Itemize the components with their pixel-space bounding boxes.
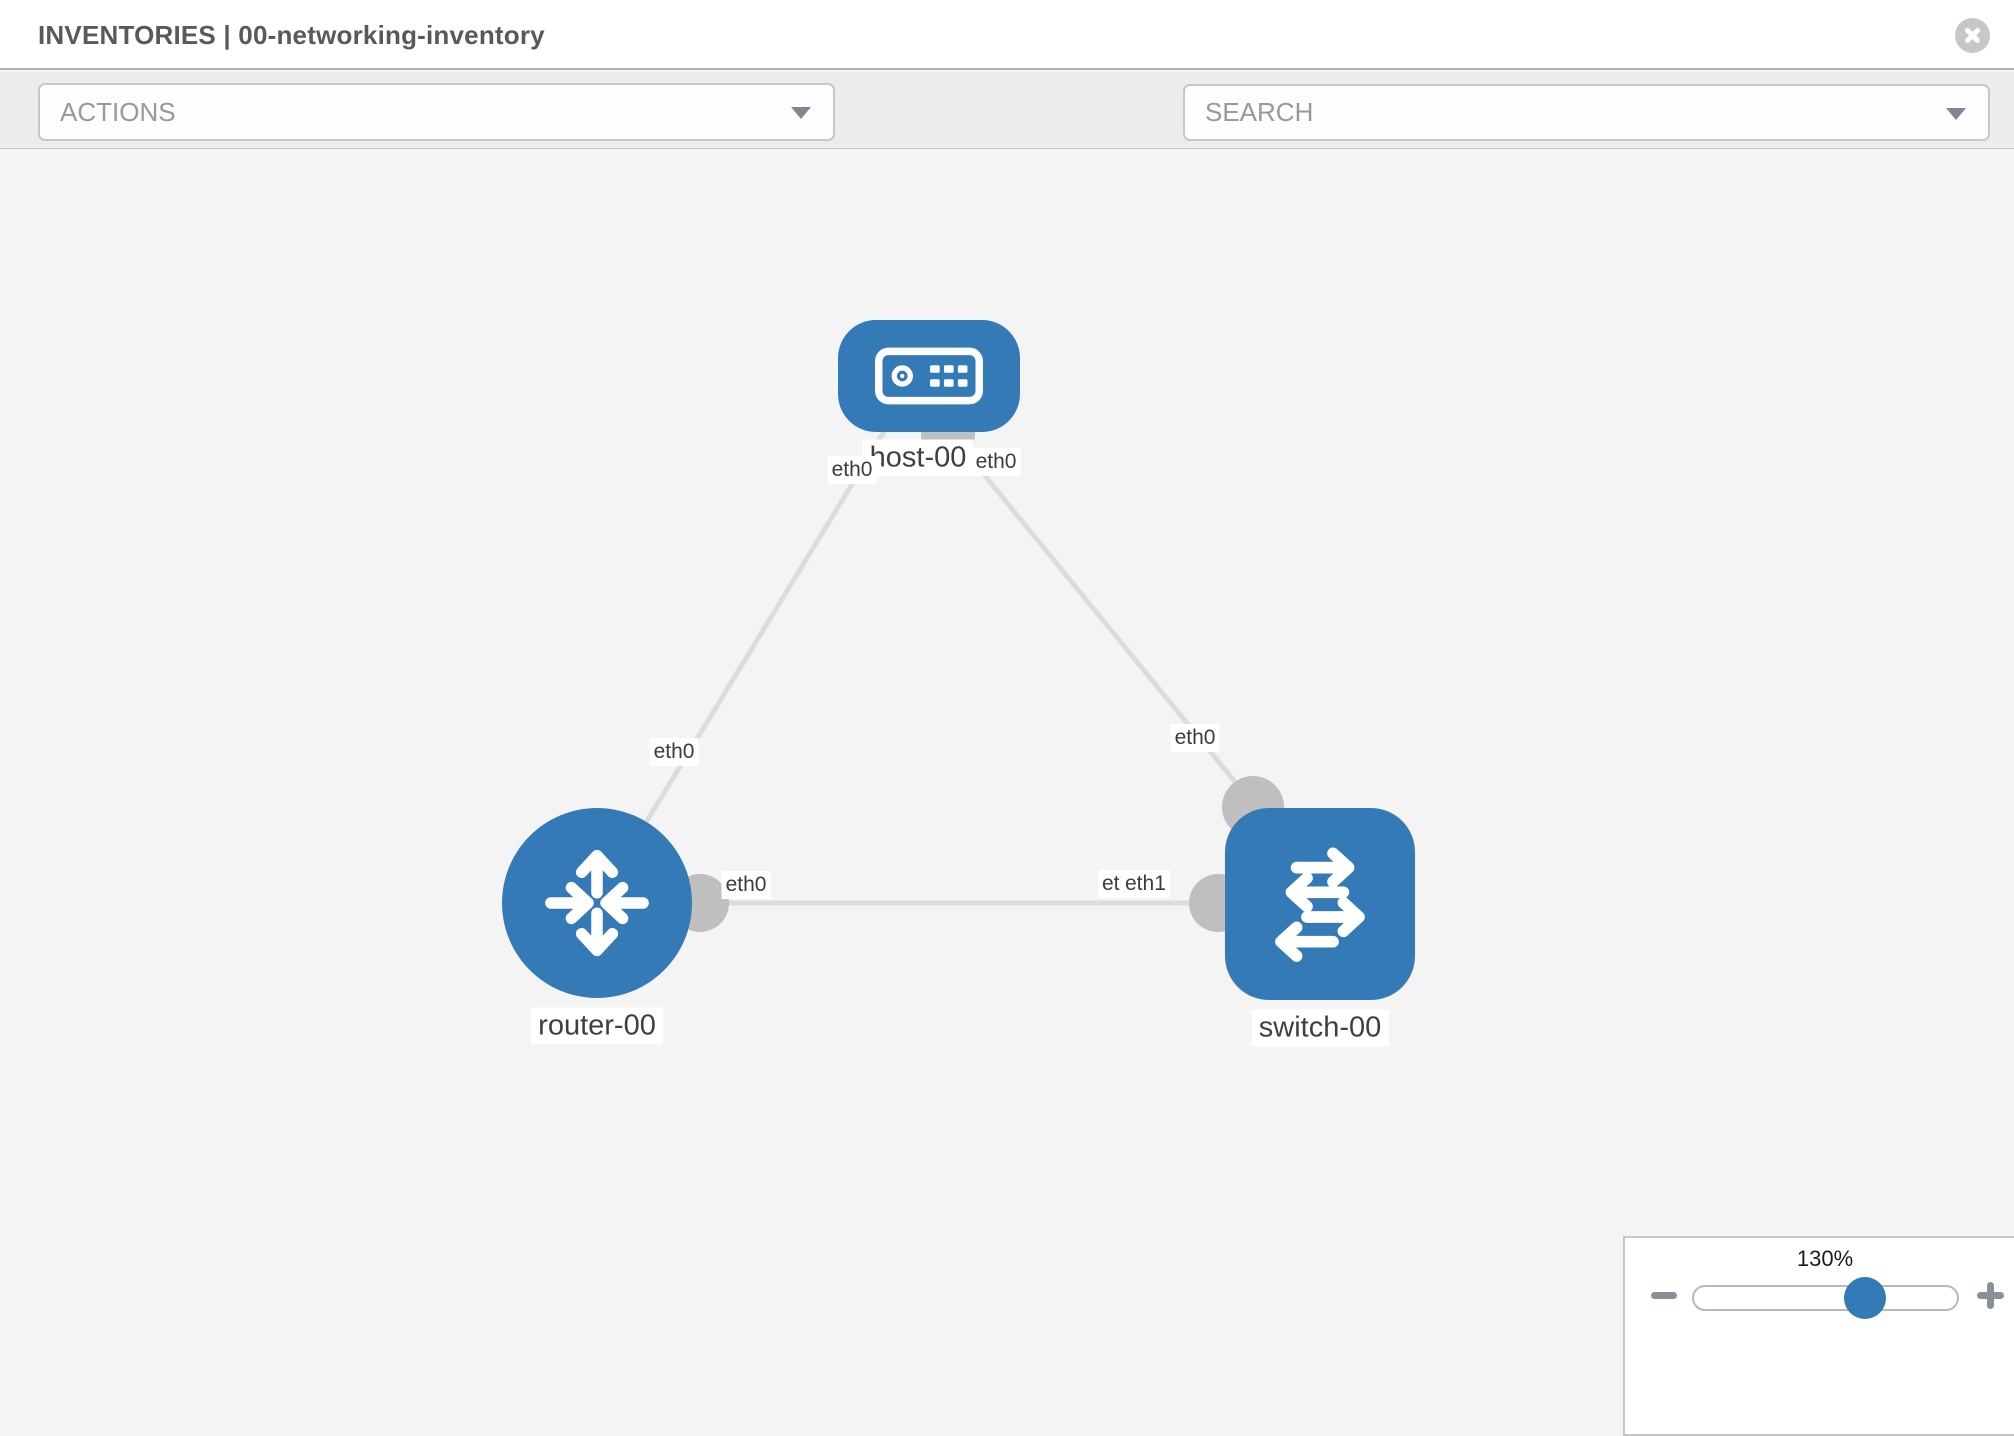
iface-label-host-eth0-left: eth0: [827, 456, 877, 484]
router-icon: [545, 849, 649, 957]
zoom-slider-track[interactable]: [1692, 1285, 1959, 1311]
node-switch-00[interactable]: [1225, 808, 1415, 1000]
chevron-down-icon: [1946, 107, 1966, 120]
toolbar: ACTIONS SEARCH: [0, 72, 2014, 207]
zoom-control-panel: 130%: [1623, 1236, 2014, 1436]
switch-icon: [1275, 847, 1365, 962]
zoom-level-value: 130%: [1796, 1246, 1854, 1271]
iface-label-host-eth0-right: eth0: [971, 448, 1021, 476]
search-placeholder: SEARCH: [1205, 97, 1314, 127]
iface-label-switch-eth1: eth1: [1121, 870, 1170, 898]
node-router-00[interactable]: [502, 808, 692, 998]
search-dropdown[interactable]: SEARCH: [1183, 84, 1990, 141]
actions-dropdown[interactable]: ACTIONS: [38, 83, 835, 141]
host-icon: [875, 347, 983, 405]
node-label-router: router-00: [531, 1007, 663, 1045]
topology-canvas[interactable]: host-00 router-00 switch-00 eth0 eth0 et…: [0, 150, 2014, 1436]
iface-label-router-eth0: eth0: [721, 871, 771, 899]
page-title: INVENTORIES | 00-networking-inventory: [38, 20, 545, 50]
close-button[interactable]: [1955, 18, 1990, 53]
zoom-out-button[interactable]: [1651, 1292, 1677, 1299]
link-host-switch[interactable]: [948, 431, 1260, 812]
node-label-host: host-00: [862, 439, 974, 477]
chevron-down-icon: [791, 107, 811, 119]
zoom-slider-thumb[interactable]: [1844, 1277, 1886, 1319]
zoom-in-button[interactable]: [1977, 1282, 2004, 1309]
actions-dropdown-label: ACTIONS: [60, 96, 176, 127]
node-label-switch: switch-00: [1251, 1009, 1389, 1047]
plus-icon: [1987, 1282, 1994, 1309]
iface-label-switch-eth0: eth0: [1170, 724, 1220, 752]
links-layer: [594, 407, 1320, 932]
iface-label-router-eth0-uplink: eth0: [649, 738, 699, 766]
node-host-00[interactable]: [838, 320, 1020, 432]
header-bar: INVENTORIES | 00-networking-inventory: [0, 0, 2014, 70]
